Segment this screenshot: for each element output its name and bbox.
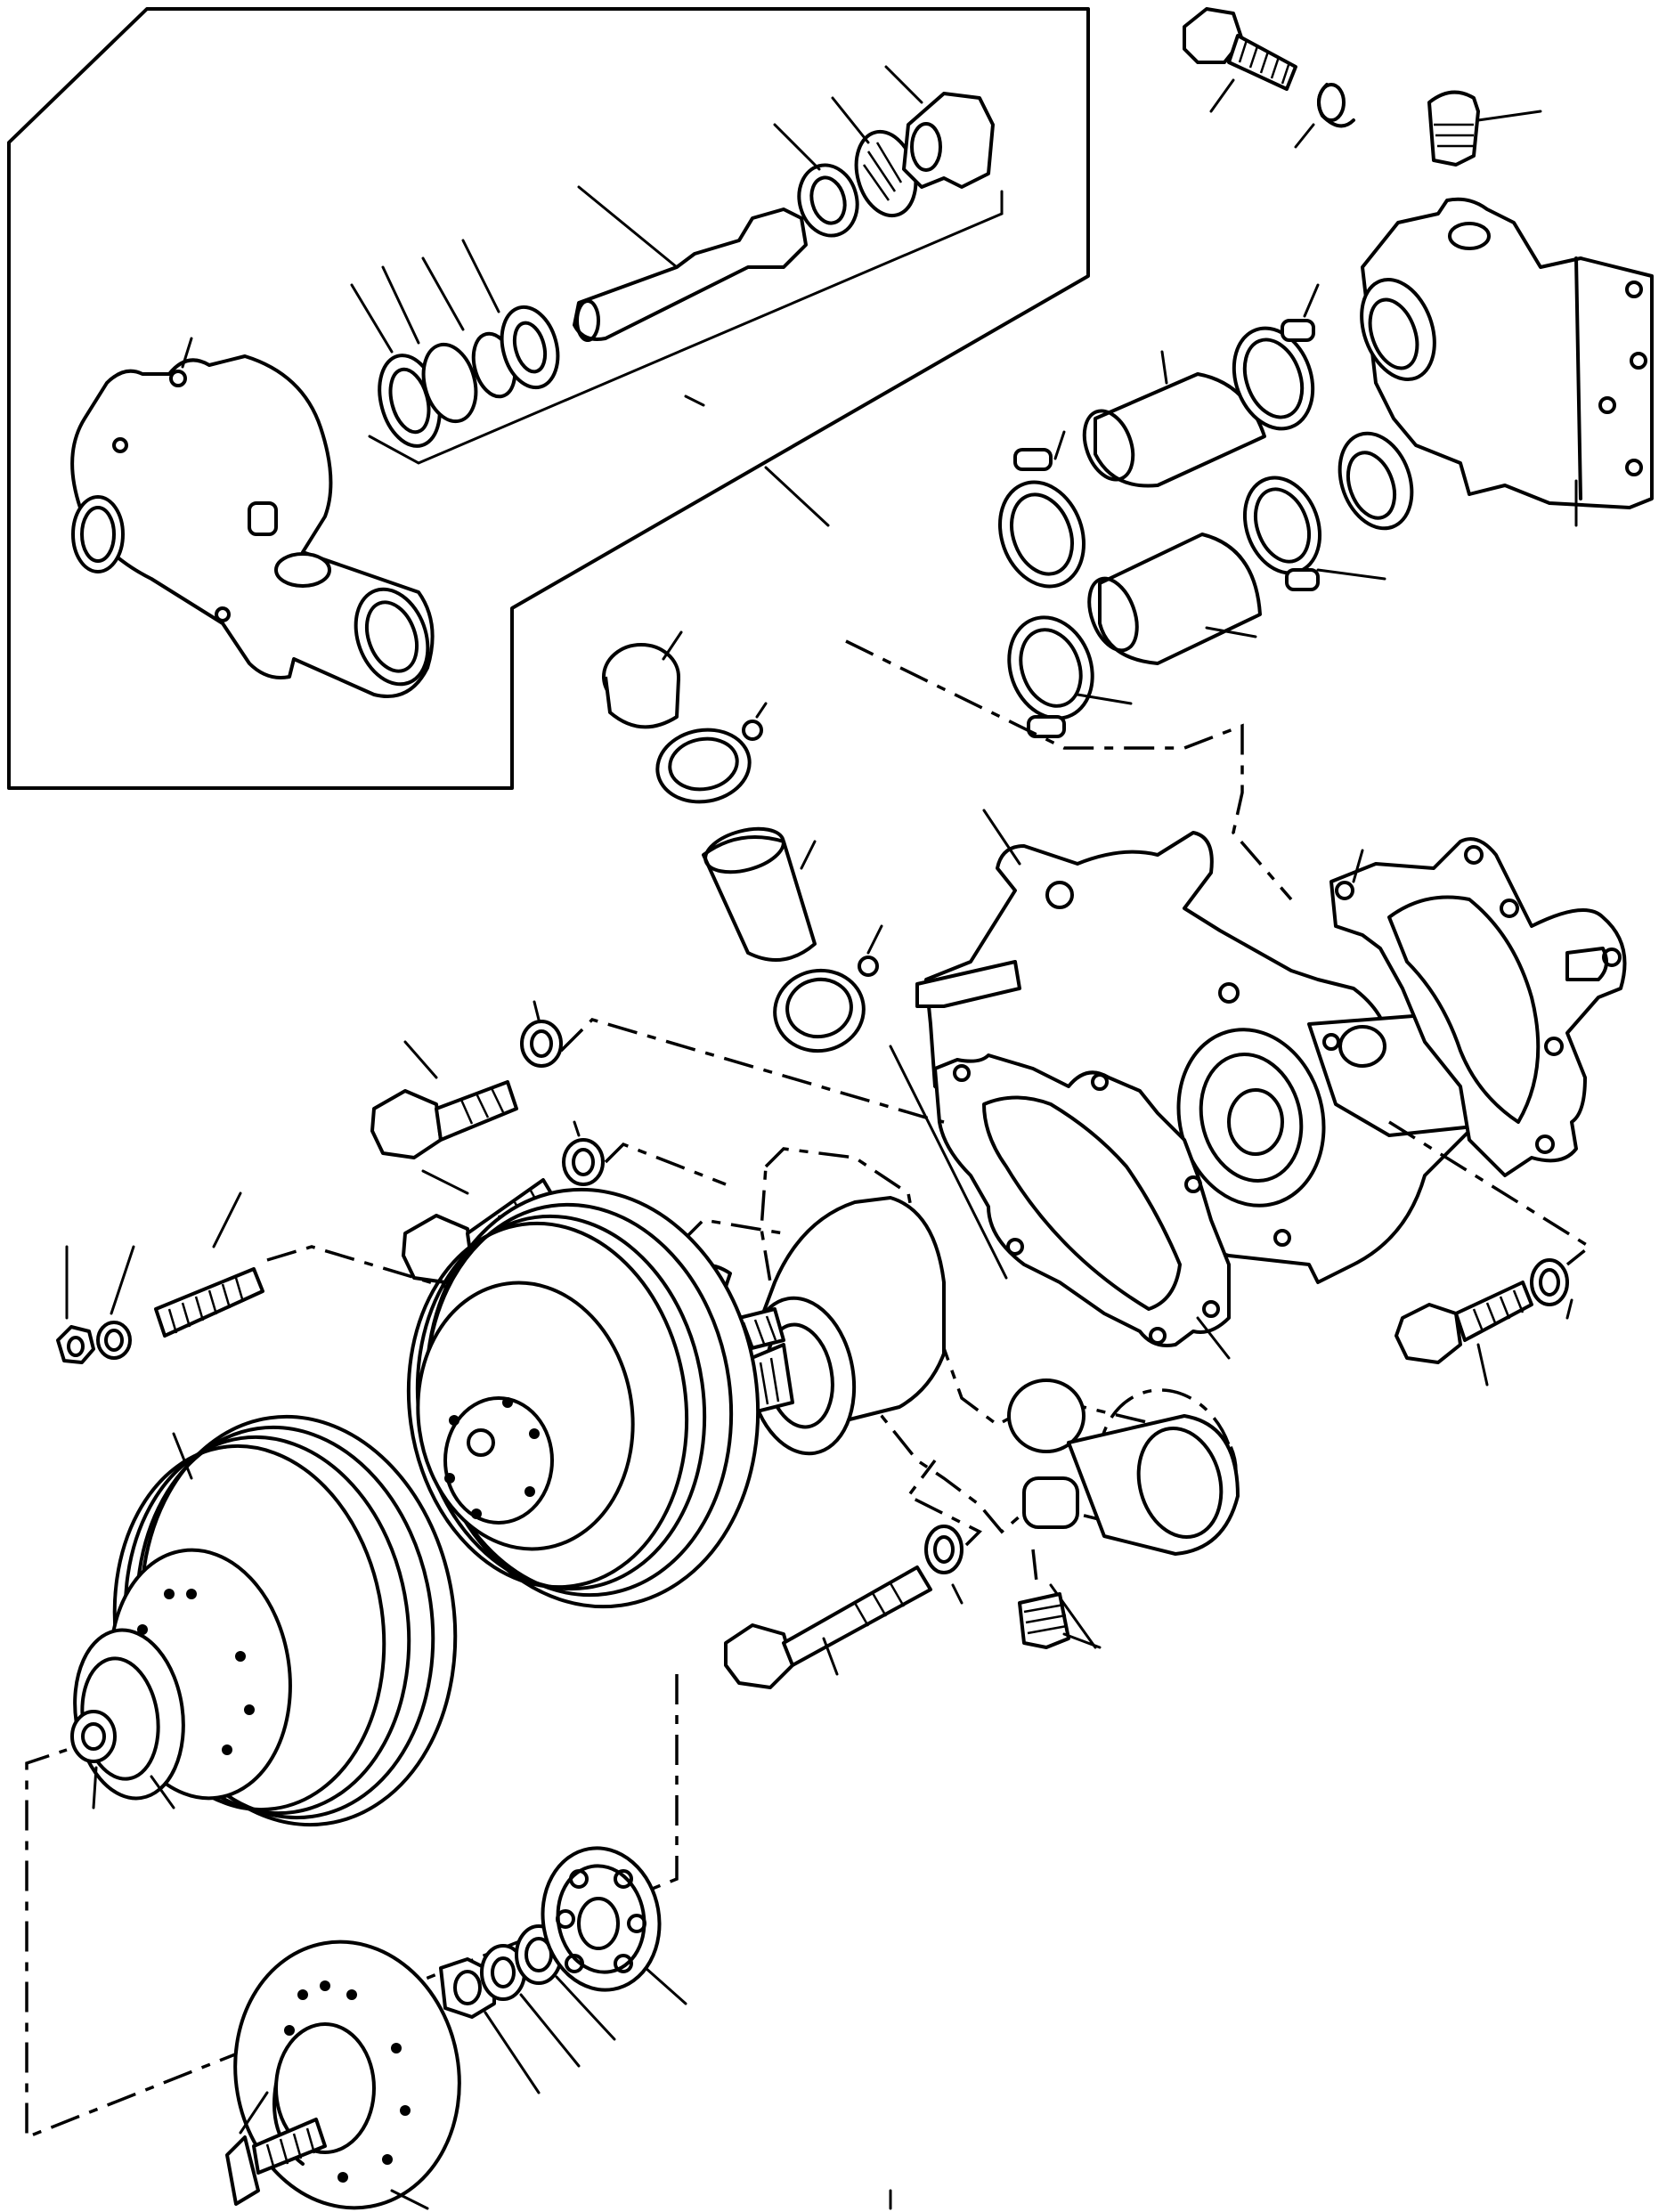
bolt-lower-center — [724, 1525, 964, 1689]
top-plug — [1427, 90, 1542, 167]
hose-group-right — [997, 283, 1386, 738]
inset-bracket — [368, 190, 1004, 527]
bolt-mid-left-guide — [604, 1142, 727, 1186]
stud-left — [56, 1191, 264, 1364]
kit-bearing — [541, 1846, 687, 2005]
pulley-rear — [406, 1169, 760, 1609]
pulley-front — [70, 1414, 458, 1827]
gasket-rear — [1329, 837, 1627, 1177]
screw-bottom — [225, 2091, 327, 2206]
bolt-lower-center-guide — [906, 1459, 982, 1547]
kit-nut-washers — [439, 1924, 616, 2094]
bolt-right-guide — [1388, 1120, 1593, 1266]
plug-lower-guide — [1031, 1549, 1039, 1590]
lower-inset-box — [25, 1674, 679, 2140]
inset-bearing-group — [350, 239, 560, 448]
bolt-upper-left-guide — [559, 1018, 945, 1124]
hose-guide-line — [845, 639, 1293, 901]
inset-pump-housing — [70, 337, 435, 698]
top-bolt — [1183, 7, 1297, 113]
inset-shaft — [573, 185, 808, 342]
top-washer — [1294, 83, 1355, 149]
bolt-right — [1394, 1258, 1573, 1387]
inset-box — [7, 7, 1090, 790]
inset-seal-impeller — [773, 65, 995, 238]
hose-group-center — [602, 630, 1008, 1280]
plug-lower — [1018, 1592, 1102, 1649]
bolt-upper-left — [370, 1000, 563, 1159]
gasket-front — [933, 1053, 1231, 1360]
thermostat-housing — [1338, 197, 1654, 531]
